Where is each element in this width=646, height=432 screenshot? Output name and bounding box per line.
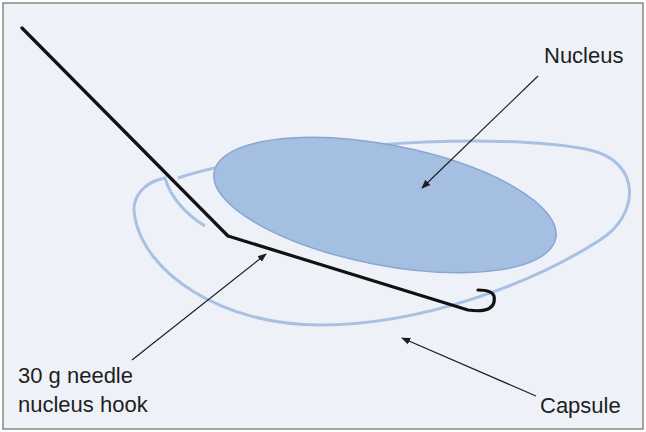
nucleus-shape bbox=[203, 113, 568, 297]
needle-hook bbox=[22, 28, 494, 311]
leader-line bbox=[422, 76, 538, 188]
part-label: Capsule bbox=[540, 392, 640, 421]
leader-line bbox=[402, 338, 536, 396]
part-label: Nucleus bbox=[544, 42, 640, 71]
part-label: 30 g needle nucleus hook bbox=[18, 362, 168, 419]
leader-line bbox=[132, 254, 266, 360]
frame bbox=[3, 3, 643, 429]
